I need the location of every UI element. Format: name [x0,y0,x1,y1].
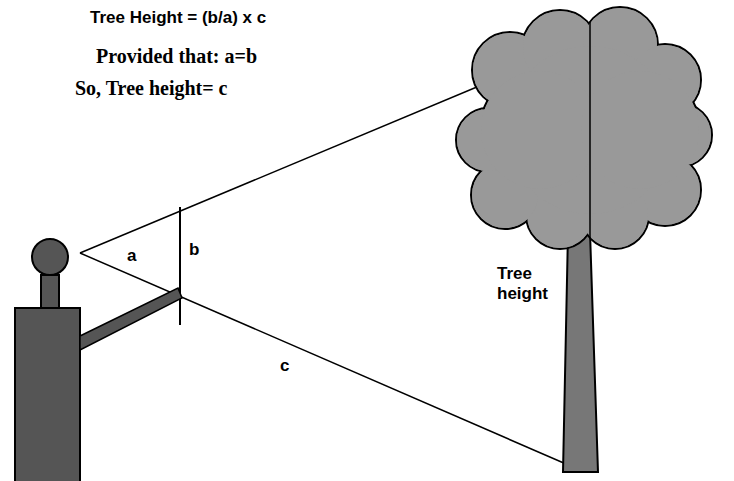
person-body [15,308,80,481]
formula-text: Tree Height = (b/a) x c [90,8,266,28]
conclusion-text: So, Tree height= c [75,77,228,100]
distance-label: c [280,356,289,376]
angle-label: a [127,246,136,266]
tree-canopy-fill [457,8,711,248]
sight-line-base [80,253,566,464]
person-head [32,239,68,275]
condition-text: Provided that: a=b [96,45,257,68]
person-arm [80,288,182,350]
canopy-lobe-fill [581,71,699,189]
tree-height-label: Tree height [497,264,555,303]
tree-trunk [563,232,598,472]
measuring-stick [179,207,181,325]
person-neck [41,275,59,308]
tree-height-line [589,22,591,238]
tree-canopy-outline [456,7,712,249]
stick-label: b [189,240,199,260]
